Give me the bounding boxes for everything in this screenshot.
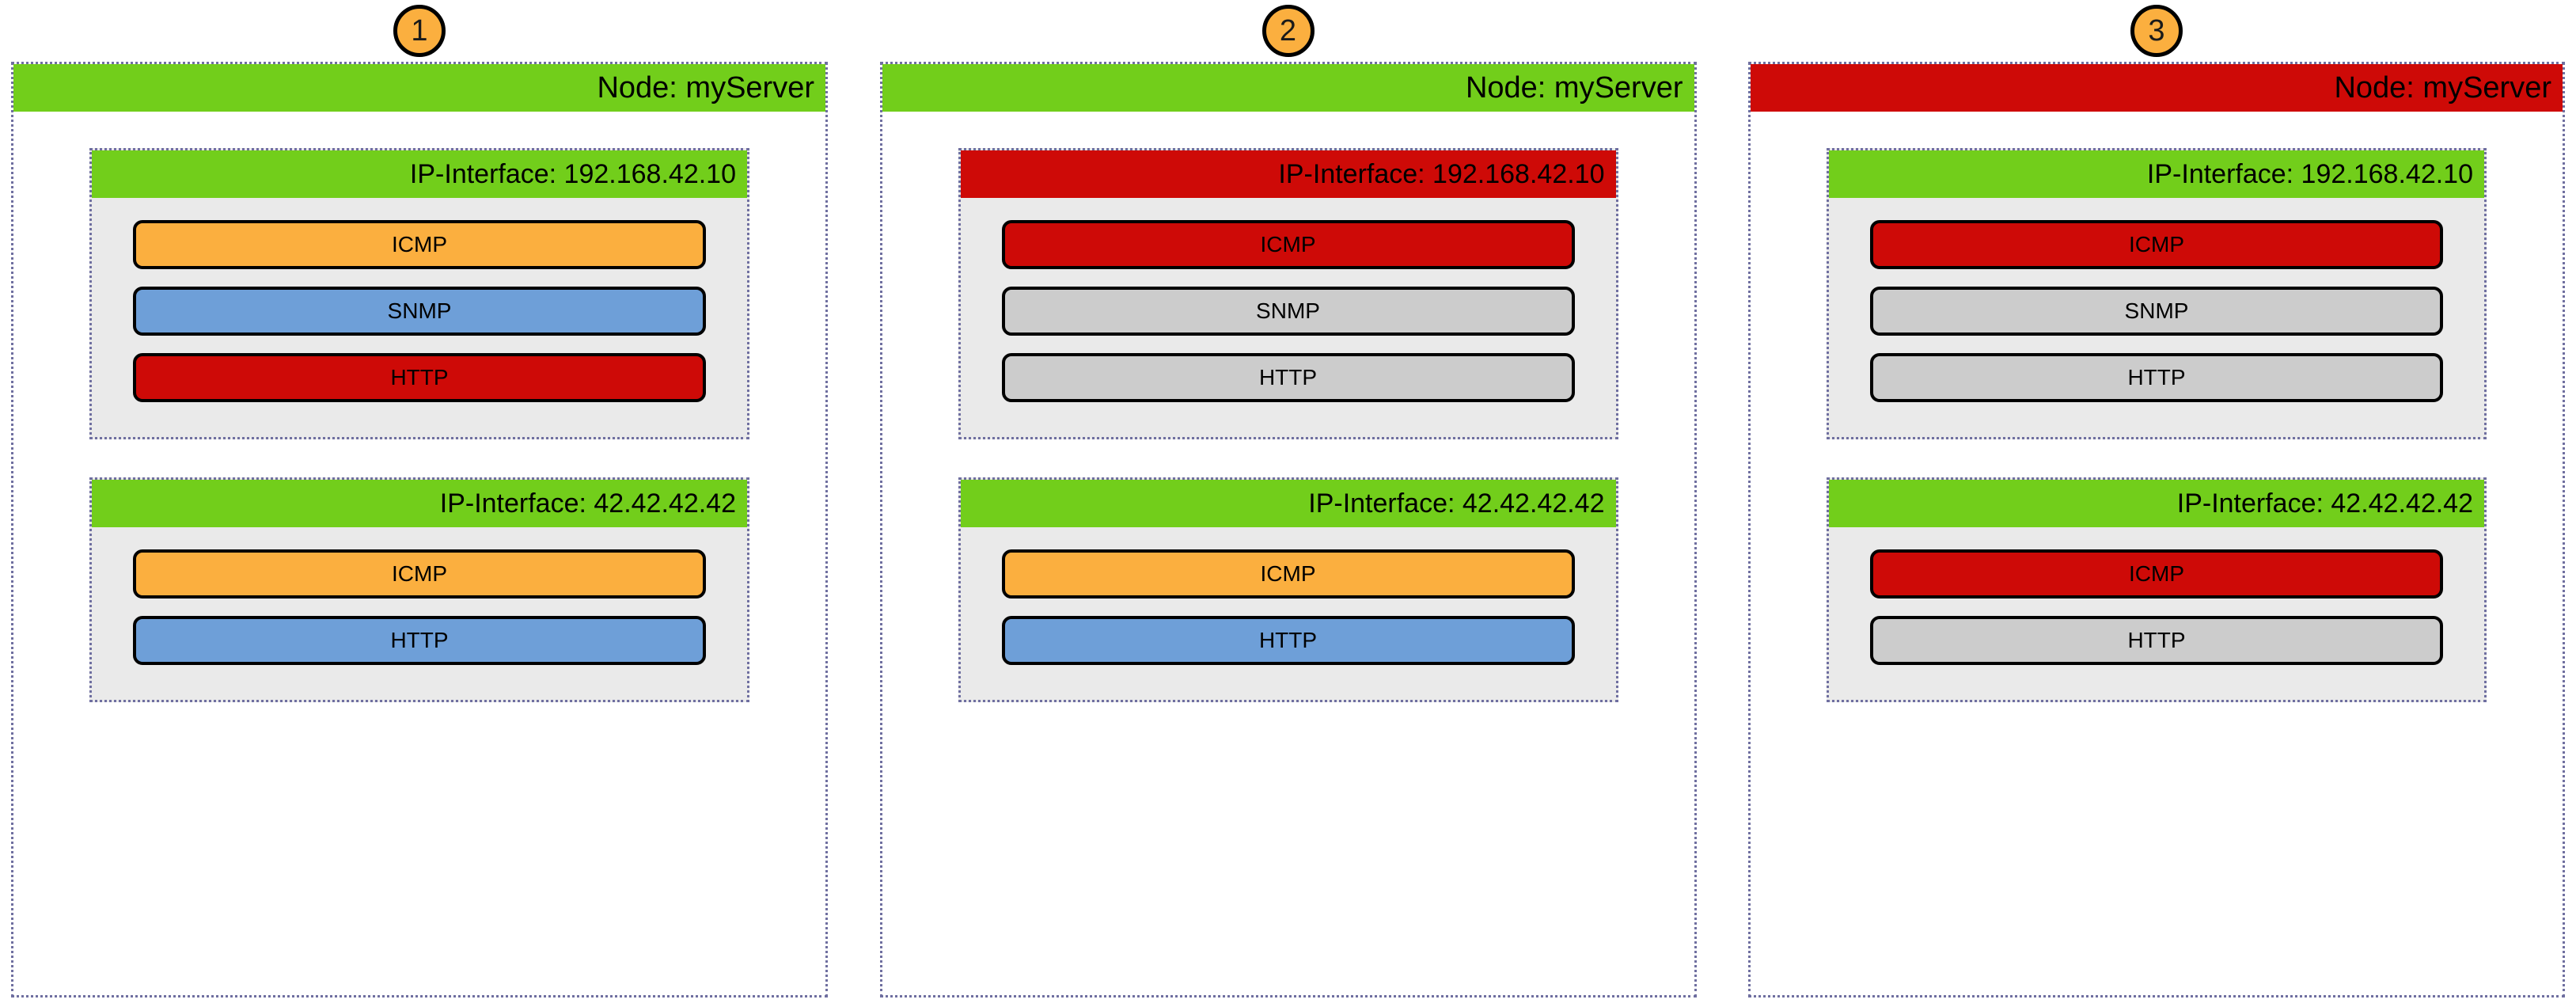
service-http[interactable]: HTTP	[133, 353, 706, 402]
service-icmp[interactable]: ICMP	[1001, 220, 1575, 269]
service-http[interactable]: HTTP	[1870, 616, 2443, 665]
node-header[interactable]: Node: myServer	[882, 64, 1694, 112]
scenario-badge-row: 2	[880, 0, 1697, 62]
ip-interface-header[interactable]: IP-Interface: 192.168.42.10	[960, 150, 1616, 198]
service-list: ICMP SNMP HTTP	[1829, 198, 2484, 437]
service-icmp[interactable]: ICMP	[1870, 220, 2443, 269]
service-icmp[interactable]: ICMP	[1870, 549, 2443, 598]
service-http[interactable]: HTTP	[1001, 616, 1575, 665]
node-header[interactable]: Node: myServer	[1751, 64, 2563, 112]
node-header[interactable]: Node: myServer	[13, 64, 825, 112]
scenario-number-badge: 1	[393, 5, 446, 57]
service-icmp[interactable]: ICMP	[133, 549, 706, 598]
ip-interface-header[interactable]: IP-Interface: 42.42.42.42	[92, 480, 747, 527]
service-http[interactable]: HTTP	[133, 616, 706, 665]
service-icmp[interactable]: ICMP	[133, 220, 706, 269]
service-list: ICMP HTTP	[961, 527, 1616, 700]
service-http[interactable]: HTTP	[1870, 353, 2443, 402]
scenario-badge-row: 3	[1748, 0, 2565, 62]
service-list: ICMP SNMP HTTP	[92, 198, 747, 437]
scenario-badge-row: 1	[11, 0, 828, 62]
service-snmp[interactable]: SNMP	[1870, 287, 2443, 336]
ip-interface-header[interactable]: IP-Interface: 192.168.42.10	[92, 150, 747, 198]
service-list: ICMP HTTP	[92, 527, 747, 700]
scenario-number-badge: 2	[1261, 5, 1315, 57]
scenario-number-badge: 3	[2130, 5, 2183, 57]
ip-interface-header[interactable]: IP-Interface: 192.168.42.10	[1829, 150, 2484, 198]
service-list: ICMP SNMP HTTP	[961, 198, 1616, 437]
service-snmp[interactable]: SNMP	[133, 287, 706, 336]
ip-interface-header[interactable]: IP-Interface: 42.42.42.42	[1829, 480, 2484, 527]
service-icmp[interactable]: ICMP	[1001, 549, 1575, 598]
service-http[interactable]: HTTP	[1001, 353, 1575, 402]
service-list: ICMP HTTP	[1829, 527, 2484, 700]
service-snmp[interactable]: SNMP	[1001, 287, 1575, 336]
ip-interface-header[interactable]: IP-Interface: 42.42.42.42	[960, 480, 1616, 527]
